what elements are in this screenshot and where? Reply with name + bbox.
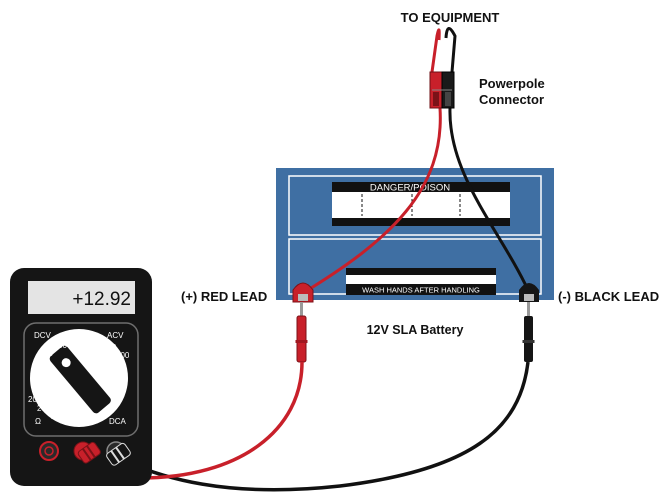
battery-label: 12V SLA Battery	[367, 323, 464, 337]
wash-label-text: WASH HANDS AFTER HANDLING	[362, 286, 480, 295]
dial-labels: DCV OFF ACV 50 20 5 1 750 200 200K 20K 2…	[28, 331, 130, 426]
dial-200k: 200K	[28, 395, 47, 404]
black-equipment-wire	[444, 27, 530, 291]
battery-top-panel	[288, 175, 542, 236]
black-lead-label: (-) BLACK LEAD	[558, 289, 659, 304]
red-equipment-wire	[302, 28, 442, 295]
red-probe	[295, 302, 308, 363]
black-probe	[522, 302, 535, 362]
wash-label-bar	[346, 284, 496, 295]
dial-off: OFF	[73, 337, 89, 346]
battery: DANGER/POISON WASH HANDS AFTER HANDLING	[276, 168, 554, 300]
dial-dca: DCA	[109, 417, 127, 426]
red-plug	[77, 441, 101, 464]
dial-dcv-20: 20	[44, 349, 53, 358]
positive-terminal	[292, 282, 314, 303]
com-jack	[39, 441, 59, 461]
dial-pointer	[49, 345, 111, 414]
black-probe-lead	[107, 361, 530, 492]
red-lead-label: (+) RED LEAD	[181, 289, 267, 304]
to-equipment-label: TO EQUIPMENT	[401, 10, 500, 25]
dial-2k: 2K	[51, 412, 61, 421]
powerpole-label-line1: Powerpole	[479, 76, 545, 91]
dial-acv-750: 750	[103, 343, 117, 352]
dial-dcv-1: 1	[33, 377, 38, 386]
black-plug	[106, 442, 131, 466]
powerpole-connector	[429, 71, 455, 109]
dial-acv: ACV	[107, 331, 124, 340]
multimeter-lcd	[28, 281, 135, 314]
dial-dcv-50: 50	[58, 341, 67, 350]
dial-dcv-5: 5	[35, 362, 40, 371]
multimeter: +12.92 DCV OFF ACV 50 20 5 1 750 200 200…	[10, 268, 152, 486]
negative-terminal	[519, 283, 539, 302]
dial-acv-200: 200	[116, 351, 130, 360]
multimeter-reading: +12.92	[72, 289, 131, 310]
dial-20k: 20K	[37, 404, 52, 413]
dial-ohm-200: 200	[65, 417, 79, 426]
dial-ohm-symbol: Ω	[35, 417, 41, 426]
powerpole-label-line2: Connector	[479, 92, 544, 107]
dial-dcv: DCV	[34, 331, 52, 340]
equipment-wires	[302, 27, 530, 295]
wash-label-top-bar	[346, 268, 496, 275]
danger-label-bottom-bar	[332, 218, 510, 226]
danger-label-text: DANGER/POISON	[370, 183, 450, 194]
